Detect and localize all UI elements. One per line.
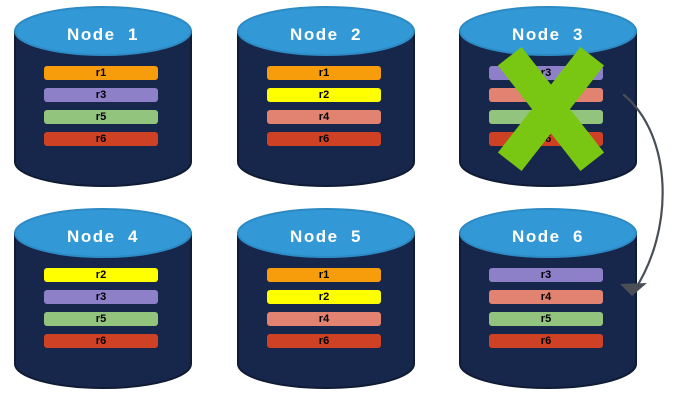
record-list: r3 r4 r5 r6: [489, 268, 603, 356]
record-row[interactable]: r4: [267, 312, 381, 326]
record-list: r3 r4 r5 r6: [489, 66, 603, 154]
record-row[interactable]: r1: [267, 66, 381, 80]
record-row[interactable]: r5: [44, 110, 158, 124]
record-list: r1 r3 r5 r6: [44, 66, 158, 154]
record-row[interactable]: r6: [489, 334, 603, 348]
record-row[interactable]: r2: [44, 268, 158, 282]
record-row[interactable]: r3: [44, 290, 158, 304]
record-list: r1 r2 r4 r6: [267, 66, 381, 154]
cylinder-top-disc: [14, 208, 192, 258]
record-row[interactable]: r5: [489, 312, 603, 326]
record-row[interactable]: r6: [267, 132, 381, 146]
record-row[interactable]: r4: [489, 88, 603, 102]
record-row[interactable]: r5: [44, 312, 158, 326]
record-row[interactable]: r6: [44, 132, 158, 146]
record-list: r2 r3 r5 r6: [44, 268, 158, 356]
record-row[interactable]: r1: [267, 268, 381, 282]
cylinder-top-disc: [237, 208, 415, 258]
record-row[interactable]: r6: [267, 334, 381, 348]
record-row[interactable]: r6: [489, 132, 603, 146]
cylinder-top-disc: [14, 6, 192, 56]
record-row[interactable]: r2: [267, 290, 381, 304]
cylinder-top-disc: [237, 6, 415, 56]
record-row[interactable]: r1: [44, 66, 158, 80]
record-row[interactable]: r3: [44, 88, 158, 102]
record-row[interactable]: r5: [489, 110, 603, 124]
record-row[interactable]: r2: [267, 88, 381, 102]
record-row[interactable]: r3: [489, 66, 603, 80]
record-row[interactable]: r4: [489, 290, 603, 304]
record-list: r1 r2 r4 r6: [267, 268, 381, 356]
cylinder-top-disc: [459, 208, 637, 258]
cylinder-top-disc: [459, 6, 637, 56]
record-row[interactable]: r3: [489, 268, 603, 282]
record-row[interactable]: r6: [44, 334, 158, 348]
record-row[interactable]: r4: [267, 110, 381, 124]
